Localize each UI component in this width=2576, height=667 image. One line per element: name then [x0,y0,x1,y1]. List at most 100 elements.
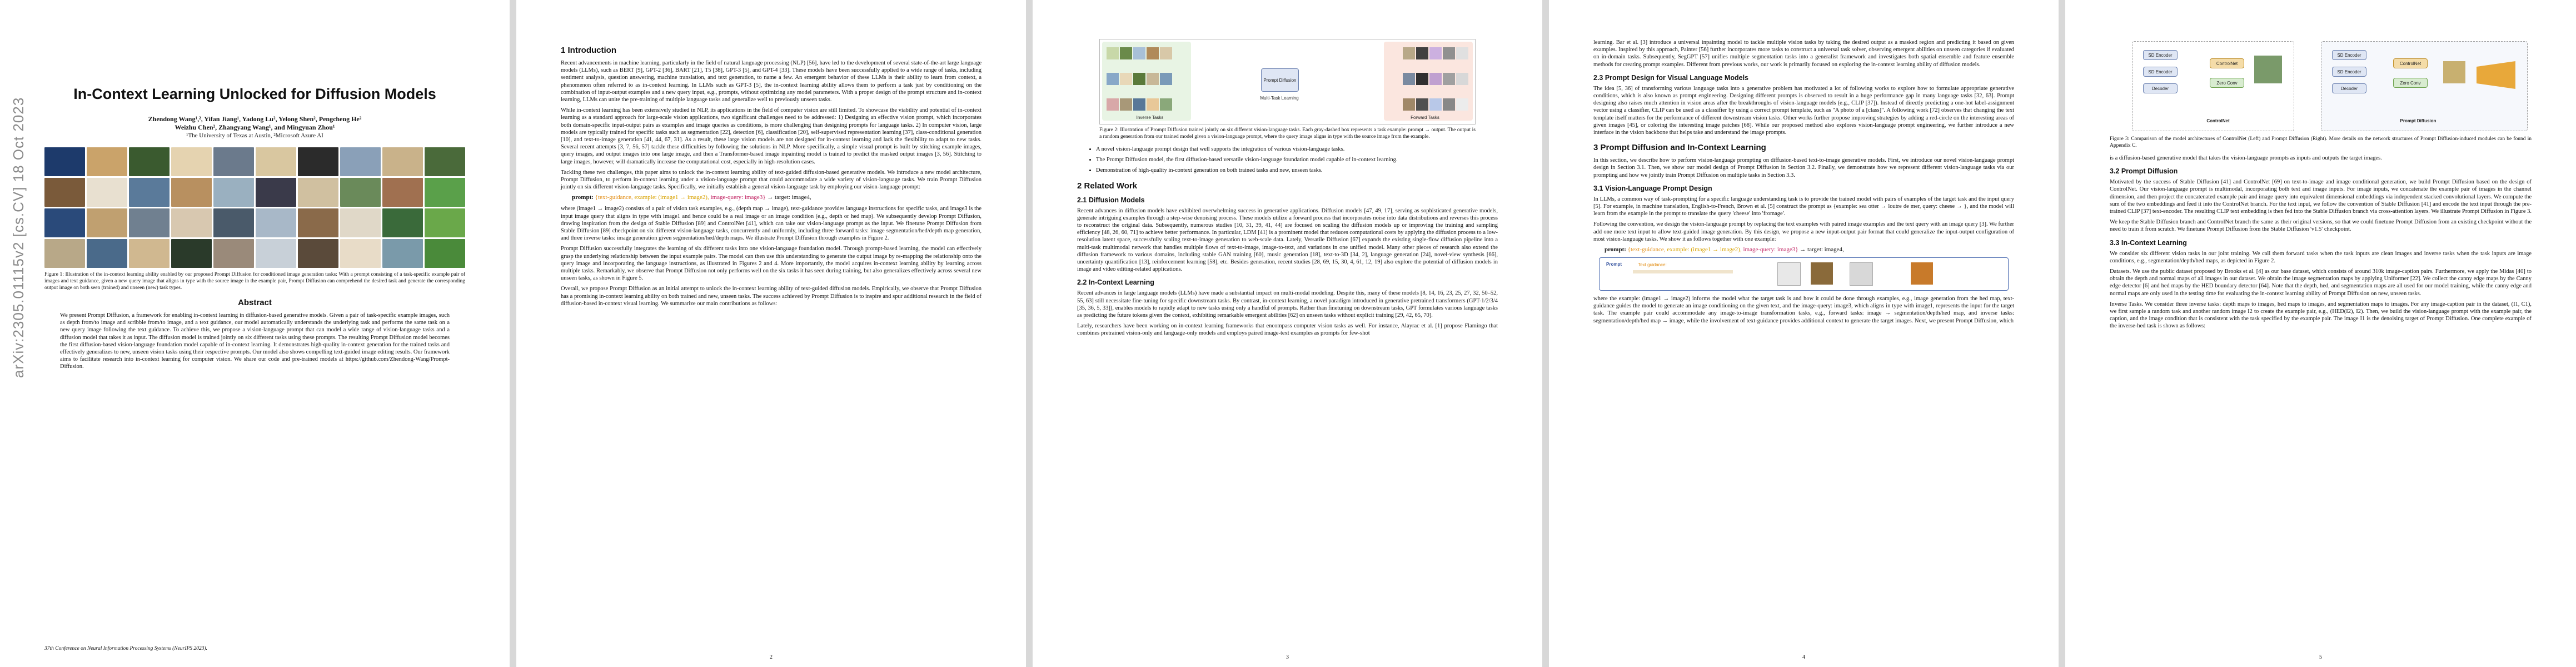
collage-image [87,208,127,237]
paragraph: Prompt Diffusion successfully integrates… [561,246,981,282]
prompt-diffusion-label: Prompt Diffusion [2400,118,2437,123]
collage-image [87,239,127,268]
paragraph: In this section, we describe how to perf… [1593,157,2014,178]
collage-image [171,239,212,268]
collage-image [425,178,465,207]
subsection-heading: 2.1 Diffusion Models [1077,196,1145,204]
arxiv-identifier-stamp: arXiv:2305.01115v2 [cs.CV] 18 Oct 2023 [10,97,27,378]
collage-image [171,208,212,237]
collage-image [256,147,296,176]
paragraph: Motivated by the success of Stable Diffu… [2110,179,2532,215]
prompt-diffusion-box: Prompt Diffusion [1261,68,1299,92]
example-images-row [1403,73,1468,85]
example-images-row [1107,73,1172,85]
collage-image [382,147,423,176]
box-label: Prompt Diffusion [1263,77,1297,83]
collage-image [382,178,423,207]
collage-image [340,178,381,207]
collage-image [425,147,465,176]
prompt-formula: prompt: {text-guidance, example: (image1… [572,194,981,201]
prompt-example: example: (image1 → image2), [1667,246,1742,253]
subsection-heading: 3.2 Prompt Diffusion [2110,167,2178,176]
collage-image [213,147,254,176]
page-5: SD Encoder SD Encoder Decoder ControlNet… [2065,0,2576,667]
collage-image [425,208,465,237]
collage-image [213,178,254,207]
paragraph: The idea [5, 36] of transforming various… [1593,85,2014,136]
collage-image [44,239,85,268]
prompt-formula: prompt: {text-guidance, example: (image1… [1605,246,2014,253]
sd-encoder-block: SD Encoder [2332,67,2366,77]
zero-conv-block: Zero Conv [2393,78,2428,88]
sd-encoder-block: SD Encoder [2332,50,2366,60]
example-images-row [1107,98,1172,111]
text-guidance-label: Text guidance: [1638,262,1667,267]
controlnet-block: ControlNet [2393,58,2428,68]
collage-image [256,239,296,268]
figure-3-caption: Figure 3: Comparison of the model archit… [2110,136,2532,148]
figure-1-collage [44,147,465,268]
collage-image [298,239,338,268]
page-3: Prompt Diffusion Multi-Task Learning Inv… [1033,0,1542,667]
collage-image [298,178,338,207]
collage-image [340,147,381,176]
prompt-example-figure: Prompt Text guidance: [1599,257,2009,291]
output-image [2254,56,2282,83]
section-heading-introduction: 1 Introduction [561,46,616,55]
paragraph: Recent advances in large language models… [1077,290,1498,319]
example-image-2 [1811,262,1833,285]
output-image [2443,61,2465,83]
collage-image [44,147,85,176]
figure-1-caption: Figure 1: Illustration of the in-context… [44,272,465,291]
multi-task-label: Multi-Task Learning [1260,95,1299,101]
paragraph: where the example: (image1 → image2) inf… [1593,296,2014,324]
prompt-target: → target: image4, [1800,246,1844,253]
collage-image [129,147,170,176]
paragraph: In LLMs, a common way of task-prompting … [1593,196,2014,217]
prompt-text-guidance: {text-guidance, [1627,246,1666,253]
paragraph: Overall, we propose Prompt Diffusion as … [561,286,981,307]
subsection-heading: 3.3 In-Context Learning [2110,238,2187,247]
collage-image [44,178,85,207]
paragraph: where (image1 → image2) consists of a pa… [561,206,981,242]
paragraph: Recent advancements in machine learning,… [561,60,981,103]
authors-line-1: Zhendong Wang¹,², Yifan Jiang¹, Yadong L… [148,115,362,123]
collage-image [256,208,296,237]
paragraph: learning. Bar et al. [3] introduce a uni… [1593,39,2014,68]
sd-encoder-block: SD Encoder [2143,50,2178,60]
section-heading-method: 3 Prompt Diffusion and In-Context Learni… [1593,143,1766,153]
controlnet-block: ControlNet [2210,58,2244,68]
paragraph: We consider six different vision tasks i… [2110,250,2532,264]
list-item: Demonstration of high-quality in-context… [1096,167,1498,174]
zero-conv-block: Zero Conv [2210,78,2244,88]
target-image [1911,262,1933,285]
subsection-heading: 2.3 Prompt Design for Visual Language Mo… [1593,73,1748,82]
example-images-row [1107,47,1172,59]
sd-encoder-block: SD Encoder [2143,67,2178,77]
collage-image [87,147,127,176]
example-image-1 [1777,262,1801,286]
affiliations: ¹The University of Texas at Austin, ²Mic… [186,132,323,139]
collage-image [213,239,254,268]
paragraph: While in-context learning has been exten… [561,107,981,165]
page-number: 5 [2319,654,2322,660]
list-item: A novel vision-language prompt design th… [1096,146,1498,153]
controlnet-panel [2132,41,2294,131]
collage-image [298,208,338,237]
collage-image [171,147,212,176]
subsection-heading: 2.2 In-Context Learning [1077,278,1154,287]
collage-image [87,178,127,207]
paragraph: We keep the Stable Diffusion branch and … [2110,219,2532,233]
page-4: learning. Bar et al. [3] introduce a uni… [1549,0,2059,667]
text-guidance-placeholder [1633,270,1733,274]
prompt-query: image-query: image3} [710,194,766,201]
paper-title: In-Context Learning Unlocked for Diffusi… [73,86,436,102]
figure-2-diagram: Prompt Diffusion Multi-Task Learning Inv… [1099,39,1476,125]
prompt-label: prompt: [1605,246,1626,253]
paragraph: is a diffusion-based generative model th… [2110,155,2382,161]
conference-footnote: 37th Conference on Neural Information Pr… [44,646,207,651]
prompt-target: → target: image4, [767,194,811,201]
page-number: 2 [770,654,773,660]
collage-image [129,239,170,268]
